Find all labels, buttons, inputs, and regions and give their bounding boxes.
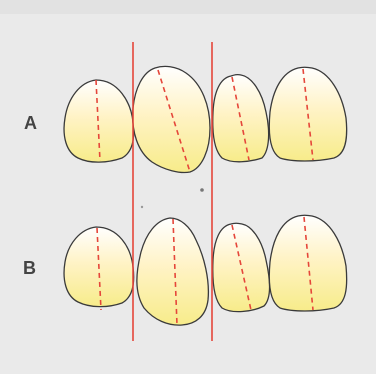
tooth-b3-axis	[231, 224, 252, 311]
tooth-a1-axis	[95, 79, 101, 162]
tooth-b3	[212, 222, 271, 313]
speck-1	[200, 188, 204, 192]
tooth-b1-axis	[96, 227, 102, 311]
tooth-b2	[136, 217, 210, 326]
row-a-teeth	[63, 65, 348, 174]
speck-2	[140, 205, 144, 209]
row-label-a: A	[24, 113, 37, 133]
row-label-b: B	[23, 258, 36, 278]
tooth-a3	[212, 73, 270, 163]
tooth-b4-axis	[303, 216, 314, 311]
tooth-a2	[132, 65, 211, 174]
tooth-a1	[63, 79, 135, 163]
row-b-teeth	[63, 214, 348, 326]
top-strip	[0, 0, 376, 14]
tooth-a4-axis	[302, 68, 314, 161]
